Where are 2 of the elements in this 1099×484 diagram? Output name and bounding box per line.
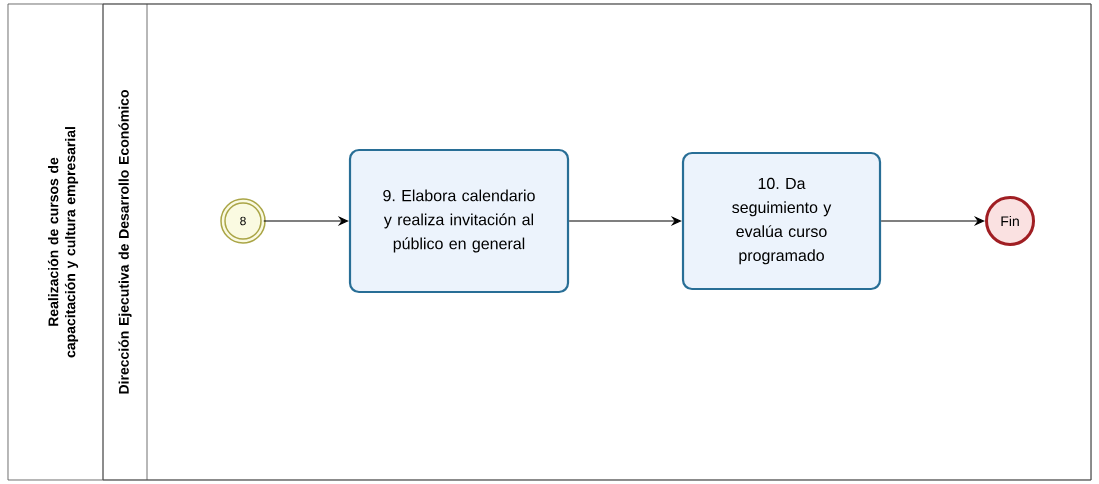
task-box: 9. Elabora calendario y realiza invitación al público en general (348, 148, 570, 294)
task-box: 10. Da seguimiento y evalúa curso programado (681, 151, 882, 291)
